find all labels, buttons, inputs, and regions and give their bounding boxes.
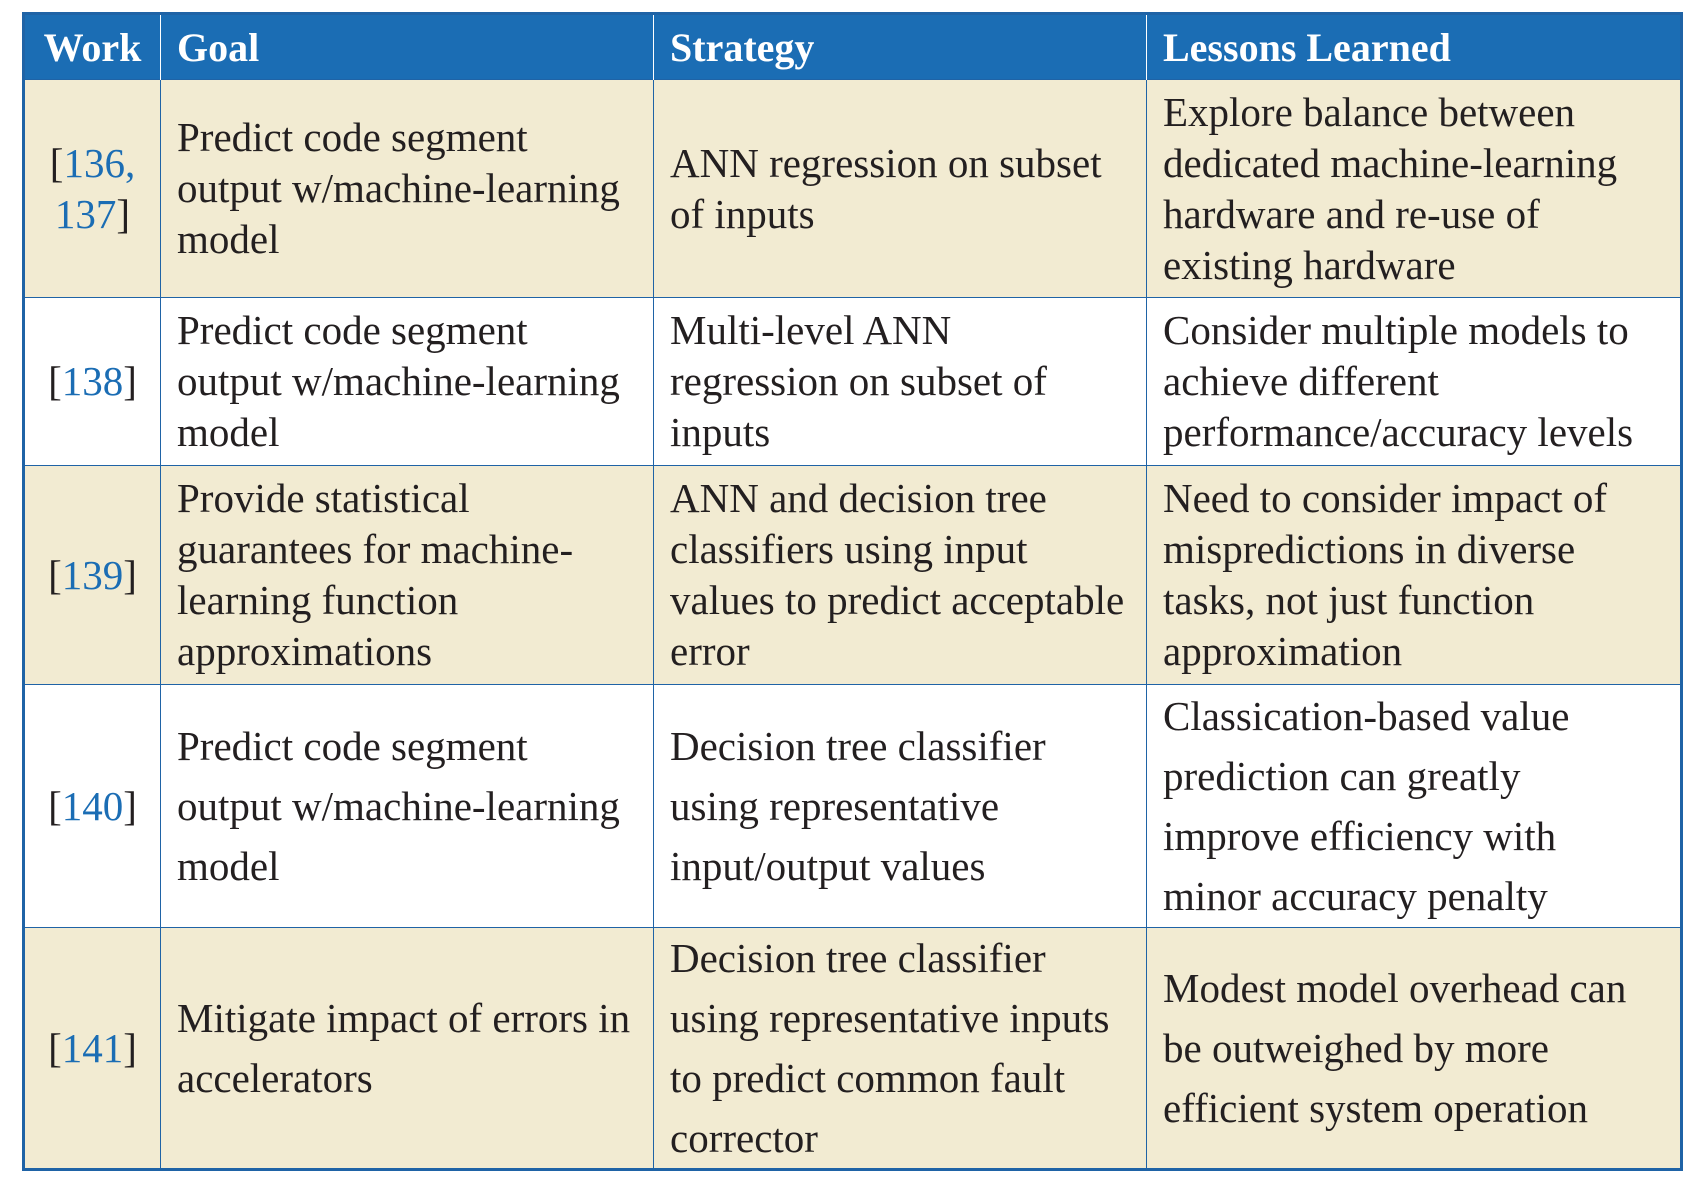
work-cell: [136, 137] bbox=[23, 79, 161, 298]
goal-cell: Predict code segment output w/machine-le… bbox=[160, 79, 654, 298]
citation-link[interactable]: 136, 137 bbox=[54, 139, 136, 237]
lessons-cell: Classication-based value prediction can … bbox=[1146, 684, 1682, 928]
strategy-cell: Multi-level ANN regression on subset of … bbox=[653, 297, 1147, 466]
strategy-cell: Decision tree classifier using represent… bbox=[653, 684, 1147, 928]
work-cell: [141] bbox=[23, 927, 161, 1170]
goal-cell: Predict code segment output w/machine-le… bbox=[160, 297, 654, 466]
strategy-cell: ANN and decision tree classifiers using … bbox=[653, 465, 1147, 685]
table-row: [140] Predict code segment output w/mach… bbox=[23, 684, 1682, 928]
citation-link[interactable]: 140 bbox=[61, 783, 124, 829]
header-work: Work bbox=[23, 13, 161, 80]
goal-cell: Predict code segment output w/machine-le… bbox=[160, 684, 654, 928]
citation-link[interactable]: 139 bbox=[61, 551, 124, 598]
lessons-cell: Explore balance between dedicated machin… bbox=[1146, 79, 1682, 298]
goal-cell: Provide statistical guarantees for machi… bbox=[160, 465, 654, 685]
header-goal: Goal bbox=[160, 13, 654, 80]
citation-link[interactable]: 141 bbox=[61, 1025, 124, 1071]
citation-link[interactable]: 138 bbox=[61, 358, 124, 404]
table-row: [139] Provide statistical guarantees for… bbox=[23, 465, 1682, 685]
strategy-cell: Decision tree classifier using represent… bbox=[653, 927, 1147, 1170]
table-row: [136, 137] Predict code segment output w… bbox=[23, 79, 1682, 298]
work-cell: [139] bbox=[23, 465, 161, 685]
goal-cell: Mitigate impact of errors in accelerator… bbox=[160, 927, 654, 1170]
strategy-cell: ANN regression on subset of inputs bbox=[653, 79, 1147, 298]
comparison-table: Work Goal Strategy Lessons Learned [136,… bbox=[22, 12, 1683, 1171]
header-lessons-learned: Lessons Learned bbox=[1146, 13, 1682, 80]
lessons-cell: Modest model overhead can be outweighed … bbox=[1146, 927, 1682, 1170]
table-row: [138] Predict code segment output w/mach… bbox=[23, 297, 1682, 466]
table-row: [141] Mitigate impact of errors in accel… bbox=[23, 927, 1682, 1170]
lessons-cell: Consider multiple models to achieve diff… bbox=[1146, 297, 1682, 466]
lessons-cell: Need to consider impact of misprediction… bbox=[1146, 465, 1682, 685]
header-strategy: Strategy bbox=[653, 13, 1147, 80]
header-row: Work Goal Strategy Lessons Learned bbox=[23, 13, 1682, 80]
work-cell: [138] bbox=[23, 297, 161, 466]
work-cell: [140] bbox=[23, 684, 161, 928]
